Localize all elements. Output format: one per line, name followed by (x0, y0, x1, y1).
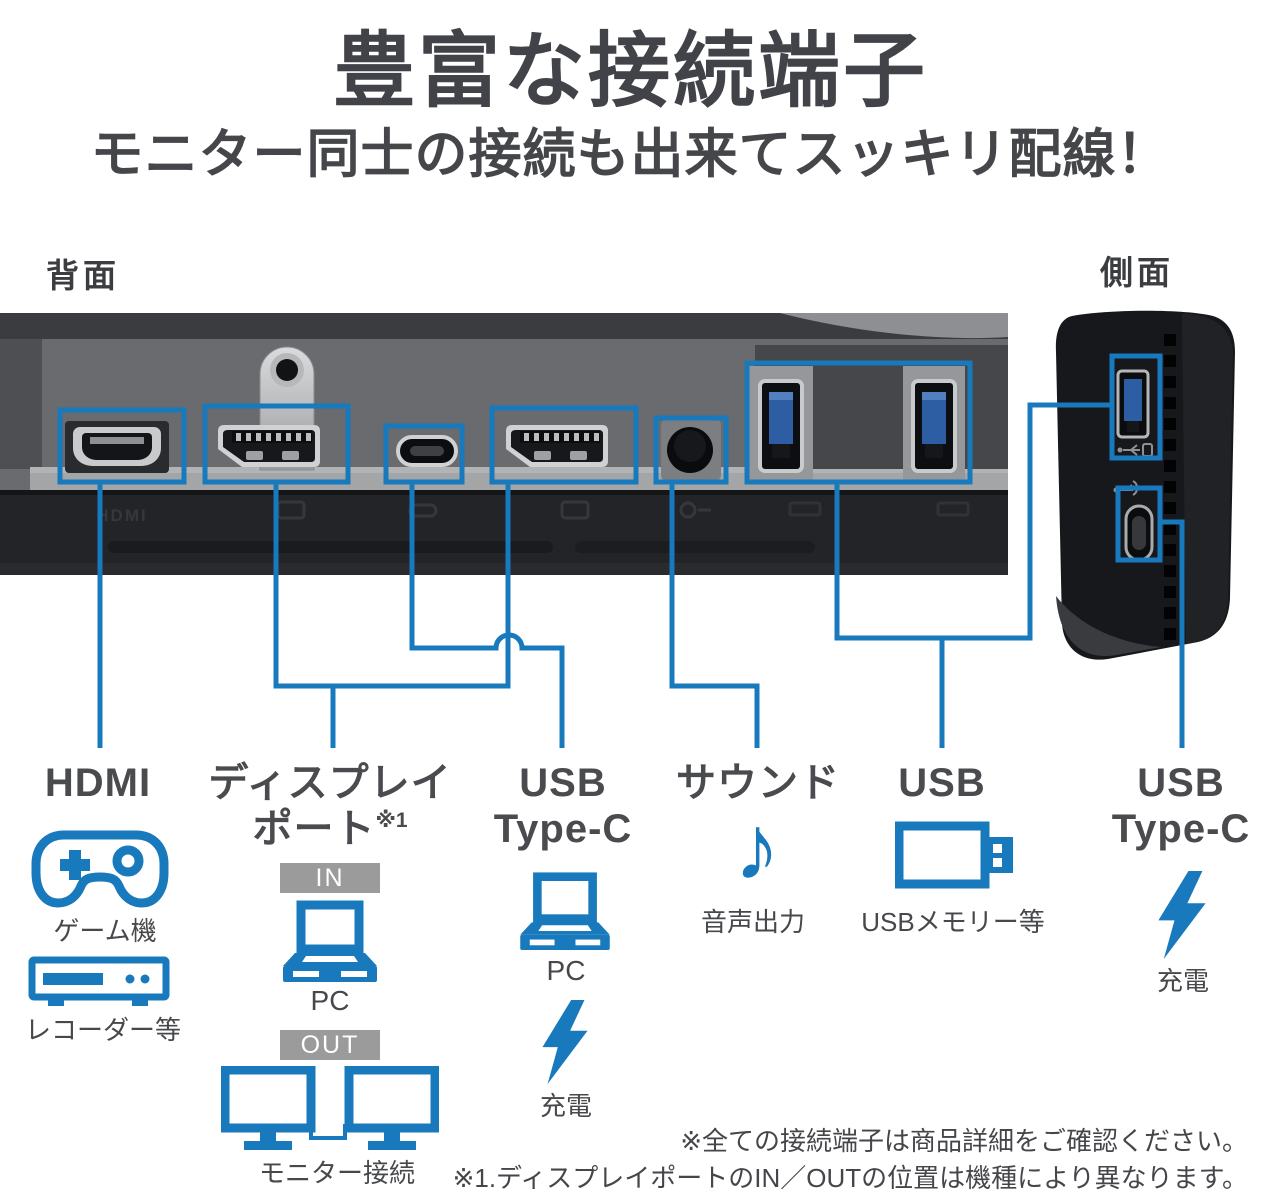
footnote-marker: ※1 (375, 809, 408, 832)
caption-audio-output: 音声出力 (700, 907, 806, 937)
audio-callout-line (669, 482, 760, 748)
caption-pc-usb-c: PC (546, 955, 586, 986)
lightning-bolt-icon (1154, 871, 1210, 959)
label-usb-type-c-back: USB Type-C (493, 761, 633, 851)
monitor-back-photo: HDMI (0, 313, 1008, 575)
out-badge: OUT (280, 1030, 380, 1060)
side-vent (1164, 334, 1176, 640)
game-controller-icon (31, 830, 169, 908)
in-badge: IN (280, 863, 380, 893)
recorder-icon (28, 956, 170, 1008)
audio-jack-photo (661, 419, 721, 481)
label-hdmi: HDMI (44, 761, 152, 805)
footnote-all-ports: ※全ての接続端子は商品詳細をご確認ください。 (680, 1126, 1248, 1156)
laptop-icon (283, 899, 377, 983)
ports-photo-graphic: HDMI (0, 310, 1235, 748)
usb-pair-callout-box (744, 360, 973, 485)
caption-recorder: レコーダー等 (24, 1015, 182, 1045)
caption-charge-back: 充電 (539, 1091, 593, 1121)
usb-c-port-photo (396, 435, 458, 467)
label-displayport: ディスプレイ ポート※1 (208, 761, 452, 851)
monitor-side-photo (1055, 310, 1235, 660)
page-title: 豊富な接続端子 (332, 26, 928, 117)
usb-memory-icon (895, 820, 1017, 890)
footnotes: ※全ての接続端子は商品詳細をご確認ください。 ※1.ディスプレイポートのIN／O… (453, 1123, 1248, 1197)
back-view-label: 背面 (46, 257, 120, 294)
hdmi-callout-box (57, 407, 187, 485)
caption-pc-displayport: PC (310, 985, 350, 1016)
label-usb: USB (898, 761, 986, 805)
caption-game-console: ゲーム機 (53, 916, 157, 946)
page-subtitle: モニター同士の接続も出来てスッキリ配線！ (90, 125, 1171, 184)
side-usb-c-callout-line (1160, 519, 1185, 748)
lock-hole (276, 359, 298, 381)
caption-charge-side: 充電 (1156, 966, 1210, 996)
dual-monitors-icon (221, 1066, 439, 1150)
displayport2-callout-box (489, 405, 639, 485)
label-usb-type-c-side: USB Type-C (1111, 761, 1251, 851)
side-usb-c-port (1124, 504, 1154, 562)
music-note-icon: ♪ (734, 797, 780, 899)
hdmi-port-photo (65, 421, 169, 473)
side-view-label: 側面 (1100, 254, 1174, 291)
usb-callout-line (834, 402, 1112, 748)
usb-c-callout-line (409, 482, 565, 748)
usb-c-callout-box (383, 423, 465, 485)
lightning-bolt-icon (538, 1000, 592, 1084)
caption-usb-memory: USBメモリー等 (861, 907, 1045, 937)
displayport-callout-line (273, 482, 511, 748)
svg-text:HDMI: HDMI (96, 506, 147, 525)
audio-callout-box (653, 415, 729, 485)
label-sound: サウンド (676, 761, 840, 805)
side-usb-battery-icon (1117, 443, 1153, 457)
footnote-displayport-in-out: ※1.ディスプレイポートのIN／OUTの位置は機種により異なります。 (452, 1163, 1248, 1193)
laptop-icon (520, 871, 610, 951)
caption-monitor-connect: モニター接続 (258, 1158, 416, 1188)
side-usb-a-port (1116, 369, 1150, 439)
